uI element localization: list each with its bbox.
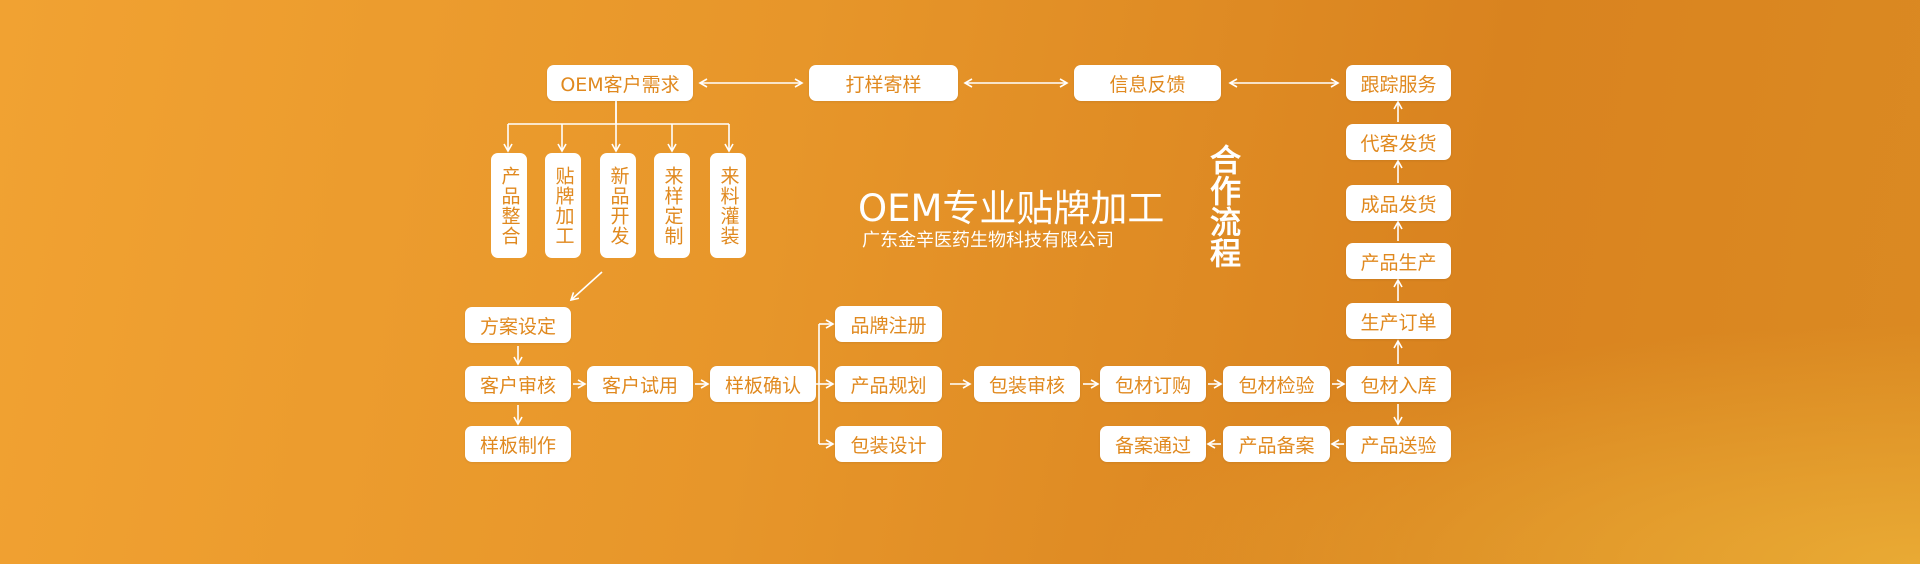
option-filling: 来料灌装 <box>710 153 746 258</box>
option-custom: 来样定制 <box>654 153 690 258</box>
step-package-design: 包装设计 <box>835 426 942 462</box>
step-feedback: 信息反馈 <box>1074 65 1221 101</box>
step-material-inspect: 包材检验 <box>1223 366 1330 402</box>
step-material-stock: 包材入库 <box>1346 366 1451 402</box>
step-filing-approved: 备案通过 <box>1100 426 1206 462</box>
step-brand-reg: 品牌注册 <box>835 306 942 342</box>
step-dropship: 代客发货 <box>1346 124 1451 160</box>
step-product-plan: 产品规划 <box>835 366 942 402</box>
step-ship: 成品发货 <box>1346 185 1451 221</box>
step-review: 客户审核 <box>465 366 571 402</box>
step-oem-demand: OEM客户需求 <box>547 65 693 101</box>
step-sample: 打样寄样 <box>809 65 958 101</box>
option-new-product: 新品开发 <box>600 153 636 258</box>
step-package-review: 包装审核 <box>974 366 1080 402</box>
main-title: OEM专业贴牌加工 <box>858 187 1165 230</box>
step-tracking: 跟踪服务 <box>1346 65 1451 101</box>
branch-lines <box>508 100 729 125</box>
step-plan: 方案设定 <box>465 307 571 343</box>
step-trial: 客户试用 <box>587 366 693 402</box>
step-filing: 产品备案 <box>1223 426 1330 462</box>
step-sample-making: 样板制作 <box>465 426 571 462</box>
arrow <box>569 271 603 302</box>
step-inspection: 产品送验 <box>1346 426 1451 462</box>
option-integration: 产品整合 <box>491 153 527 258</box>
step-production: 产品生产 <box>1346 243 1451 279</box>
step-confirm: 样板确认 <box>710 366 816 402</box>
process-title: 合作流程 <box>1204 144 1240 268</box>
step-production-order: 生产订单 <box>1346 303 1451 339</box>
company-name: 广东金辛医药生物科技有限公司 <box>862 230 1114 251</box>
step-material-order: 包材订购 <box>1100 366 1206 402</box>
option-oem: 贴牌加工 <box>545 153 581 258</box>
